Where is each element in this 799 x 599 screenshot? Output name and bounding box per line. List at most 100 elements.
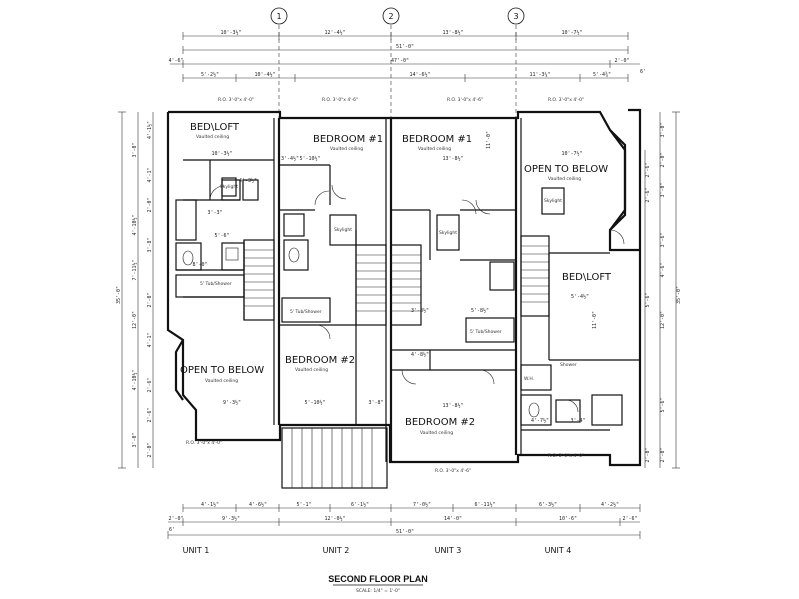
grid-bubble-1: 1 bbox=[276, 12, 281, 21]
grid-line-2: 2 bbox=[382, 7, 400, 120]
top-dimensions: 10'-3½" 12'-4½" 13'-8½" 10'-7½" 51'-0" 4… bbox=[168, 29, 646, 103]
grid-line-3: 3 bbox=[507, 7, 525, 120]
u1-dim-5: 8'-0" bbox=[192, 262, 207, 268]
room-u3-bed2: BEDROOM #2 bbox=[405, 417, 475, 428]
unit-3-skylight bbox=[436, 214, 460, 251]
right-dim-inner-7: 5'-6" bbox=[660, 397, 666, 412]
bot-dim-1: 4'-1½" bbox=[201, 501, 219, 508]
top-dim-far-right: 6' bbox=[640, 69, 646, 75]
left-dim-outer-7: 2'-6" bbox=[147, 377, 153, 392]
right-dim-outer-3: 5'-6" bbox=[645, 292, 651, 307]
top-dim-r4-5: 5'-4¾" bbox=[593, 72, 611, 78]
unit-1-sink bbox=[225, 247, 239, 261]
u4-dim-3: 4'-7½" bbox=[531, 417, 549, 424]
window-ro-u1: R.O. 3'-0"x 4'-0" bbox=[218, 97, 254, 103]
left-dim-outer-8: 2'-6" bbox=[147, 407, 153, 422]
right-dim-inner-4: 3'-6" bbox=[660, 232, 666, 247]
bot2-dim-3: 12'-0½" bbox=[324, 515, 345, 522]
unit-1-stairs bbox=[243, 239, 275, 321]
bot2-dim-5: 10'-6" bbox=[559, 516, 577, 522]
bot-dim-overall: 51'-0" bbox=[396, 529, 414, 535]
left-dimensions: 35'-0" 3'-0" 4'-10½" 7'-11½" 12'-0" 4'-1… bbox=[116, 111, 154, 469]
unit-3-interior: Skylight 5' Tub/Shower 13'-8½" 11'-0" 3'… bbox=[390, 131, 516, 474]
room-u2-bed1-note: Vaulted ceiling bbox=[330, 146, 363, 152]
left-dim-outer-9: 2'-0" bbox=[147, 442, 153, 457]
unit-2-interior: Skylight 5' Tub/Shower 5'-10½" 3'-4½" 5'… bbox=[279, 155, 388, 489]
left-dim-outer-6: 4'-1" bbox=[147, 332, 153, 347]
bot-dim-5: 7'-0½" bbox=[413, 501, 431, 508]
bot-dim-8: 4'-2½" bbox=[601, 501, 619, 508]
unit-3-stairs bbox=[390, 244, 422, 326]
left-dim-outer-2: 4'-1" bbox=[147, 167, 153, 182]
left-dim-inner-5: 4'-10½" bbox=[131, 369, 138, 390]
unit-3-tub bbox=[465, 317, 515, 343]
left-dim-outer-4: 3'-8" bbox=[147, 237, 153, 252]
bot2-dim-4: 14'-0" bbox=[444, 516, 462, 522]
room-u4-open: OPEN TO BELOW bbox=[524, 164, 608, 175]
u3-dim-1: 13'-8½" bbox=[442, 155, 463, 162]
left-dim-inner-3: 7'-11½" bbox=[131, 259, 138, 280]
plan-title-block: SECOND FLOOR PLAN SCALE: 1/4" = 1'-0" bbox=[328, 574, 428, 594]
right-dim-inner-6: 12'-0" bbox=[660, 311, 666, 329]
u1-dim-4: 5'-6" bbox=[214, 233, 229, 239]
top-dim-mid: 47'-0" bbox=[391, 58, 409, 64]
unit-label-1: UNIT 1 bbox=[183, 546, 210, 555]
unit-4-skylight bbox=[541, 187, 565, 215]
right-dim-overall: 35'-0" bbox=[676, 286, 682, 304]
top-dim-2: 12'-4½" bbox=[324, 29, 345, 36]
unit-4-ro-bottom: R.O. 3'-0"x 4'-0" bbox=[548, 453, 584, 459]
top-dim-r4-2: 10'-4½" bbox=[254, 71, 275, 78]
top-dim-r4-3: 14'-6½" bbox=[409, 71, 430, 78]
left-dim-outer-3: 2'-0" bbox=[147, 197, 153, 212]
top-dim-r4-1: 5'-2½" bbox=[201, 71, 219, 78]
unit-label-4: UNIT 4 bbox=[545, 546, 572, 555]
unit-label-2: UNIT 2 bbox=[323, 546, 350, 555]
room-u3-bed2-note: Vaulted ceiling bbox=[420, 430, 453, 436]
unit-3-skylight-label: Skylight bbox=[439, 230, 457, 236]
party-walls bbox=[273, 118, 522, 462]
bot2-dim-1: 2'-0" bbox=[168, 516, 183, 522]
plan-title: SECOND FLOOR PLAN bbox=[328, 574, 428, 584]
u3-dim-4: 4'-8½" bbox=[411, 351, 429, 358]
u4-dim-4: 3'-4" bbox=[570, 418, 585, 424]
top-dim-1: 10'-3½" bbox=[220, 29, 241, 36]
top-dim-left: 4'-6" bbox=[168, 58, 183, 64]
room-u2-bed2-note: Vaulted ceiling bbox=[295, 367, 328, 373]
bottom-dimensions: 4'-1½" 4'-6½" 5'-1" 6'-1½" 7'-0½" 6'-11½… bbox=[167, 501, 641, 539]
bot2-dim-2: 9'-3½" bbox=[222, 515, 240, 522]
u2-dim-4: 3'-8" bbox=[368, 400, 383, 406]
bot-dim-3: 5'-1" bbox=[296, 502, 311, 508]
top-dim-r4-4: 11'-3¼" bbox=[529, 72, 550, 78]
left-dim-inner-4: 12'-0" bbox=[132, 311, 138, 329]
room-u1-loft: BED\LOFT bbox=[190, 122, 240, 133]
top-dim-right: 2'-0" bbox=[614, 58, 629, 64]
right-dim-inner-2: 2'-0" bbox=[660, 152, 666, 167]
u3-dim-5: 5'-8½" bbox=[471, 307, 489, 314]
window-ro-u2: R.O. 3'-0"x 4'-6" bbox=[322, 97, 358, 103]
unit-4-toilet bbox=[528, 402, 540, 418]
left-dim-inner-1: 3'-0" bbox=[132, 142, 138, 157]
room-u1-open-note: Vaulted ceiling bbox=[205, 378, 238, 384]
unit-4-interior: Skylight W.H. Shower 10'-7½" 5'-4½" 4'-7… bbox=[520, 150, 640, 459]
u3-dim-2: 11'-0" bbox=[486, 131, 492, 149]
unit-4-stairs bbox=[520, 235, 550, 317]
unit-1-toilet bbox=[182, 250, 194, 266]
bot-dim-6: 6'-11½" bbox=[474, 501, 495, 508]
plan-scale: SCALE: 1/4" = 1'-0" bbox=[356, 588, 400, 594]
unit-1-skylight bbox=[221, 177, 237, 197]
room-u3-bed1-note: Vaulted ceiling bbox=[418, 146, 451, 152]
unit-4-shower-label: Shower bbox=[560, 362, 577, 368]
bot-left-tick: 6' bbox=[169, 527, 175, 533]
u1-dim-6: 9'-3½" bbox=[223, 399, 241, 406]
bot-dim-2: 4'-6½" bbox=[249, 501, 267, 508]
u3-dim-3: 3'-8½" bbox=[411, 307, 429, 314]
room-labels: BED\LOFT Vaulted ceiling OPEN TO BELOW V… bbox=[180, 122, 612, 436]
left-dim-inner-6: 3'-0" bbox=[132, 432, 138, 447]
unit-2-stairs bbox=[355, 244, 387, 326]
room-u4-open-note: Vaulted ceiling bbox=[548, 176, 581, 182]
bot2-dim-6: 2'-6" bbox=[622, 516, 637, 522]
unit-2-toilet bbox=[288, 247, 300, 263]
unit-label-3: UNIT 3 bbox=[435, 546, 462, 555]
left-dim-inner-2: 4'-10½" bbox=[131, 214, 138, 235]
